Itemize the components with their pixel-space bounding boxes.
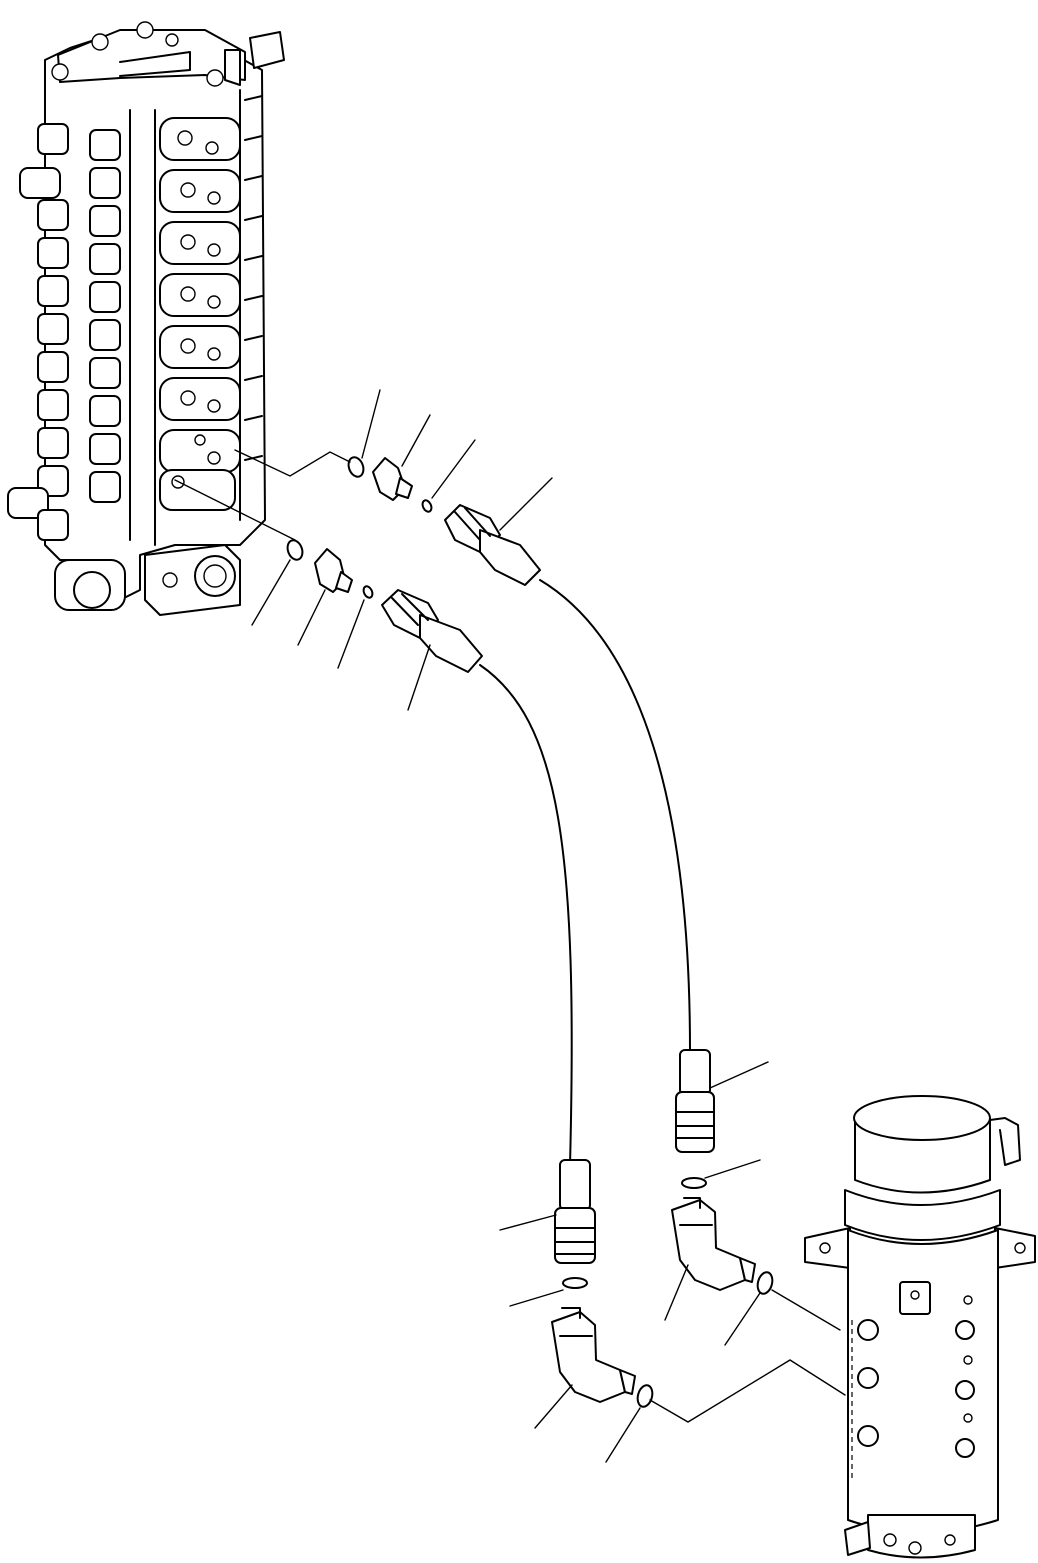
- o-ring: [362, 585, 374, 599]
- o-ring: [347, 456, 365, 478]
- spool-ends: [89, 129, 121, 503]
- port-leader-upper: [234, 449, 351, 477]
- swivel-hose-fitting-left: [551, 1159, 654, 1408]
- swivel-hose-fitting-right: [671, 1049, 774, 1295]
- elbow-fitting: [551, 1307, 636, 1403]
- o-ring: [681, 1177, 707, 1189]
- o-ring: [756, 1271, 774, 1295]
- control-valve: [7, 21, 285, 616]
- swivel-leader-lower: [649, 1359, 846, 1423]
- o-ring: [286, 539, 304, 561]
- o-ring: [562, 1277, 588, 1289]
- port-plates: [159, 117, 241, 511]
- o-ring: [636, 1384, 654, 1408]
- hose-fitting: [381, 589, 483, 673]
- hose-lower: [479, 664, 573, 1166]
- adapter: [314, 548, 353, 593]
- upper-fitting-group: [347, 456, 541, 586]
- hose-fitting: [444, 504, 541, 586]
- callout-leaders: [251, 389, 769, 1463]
- swivel-joint: [804, 1095, 1036, 1559]
- o-ring: [421, 499, 433, 513]
- port-leader-lower: [174, 479, 296, 541]
- pilot-caps-left: [7, 123, 69, 541]
- adapter: [372, 457, 413, 501]
- hose-upper: [539, 579, 691, 1051]
- swivel-leader-upper: [771, 1289, 841, 1331]
- lower-fitting-group: [286, 539, 483, 673]
- elbow-fitting: [671, 1197, 756, 1291]
